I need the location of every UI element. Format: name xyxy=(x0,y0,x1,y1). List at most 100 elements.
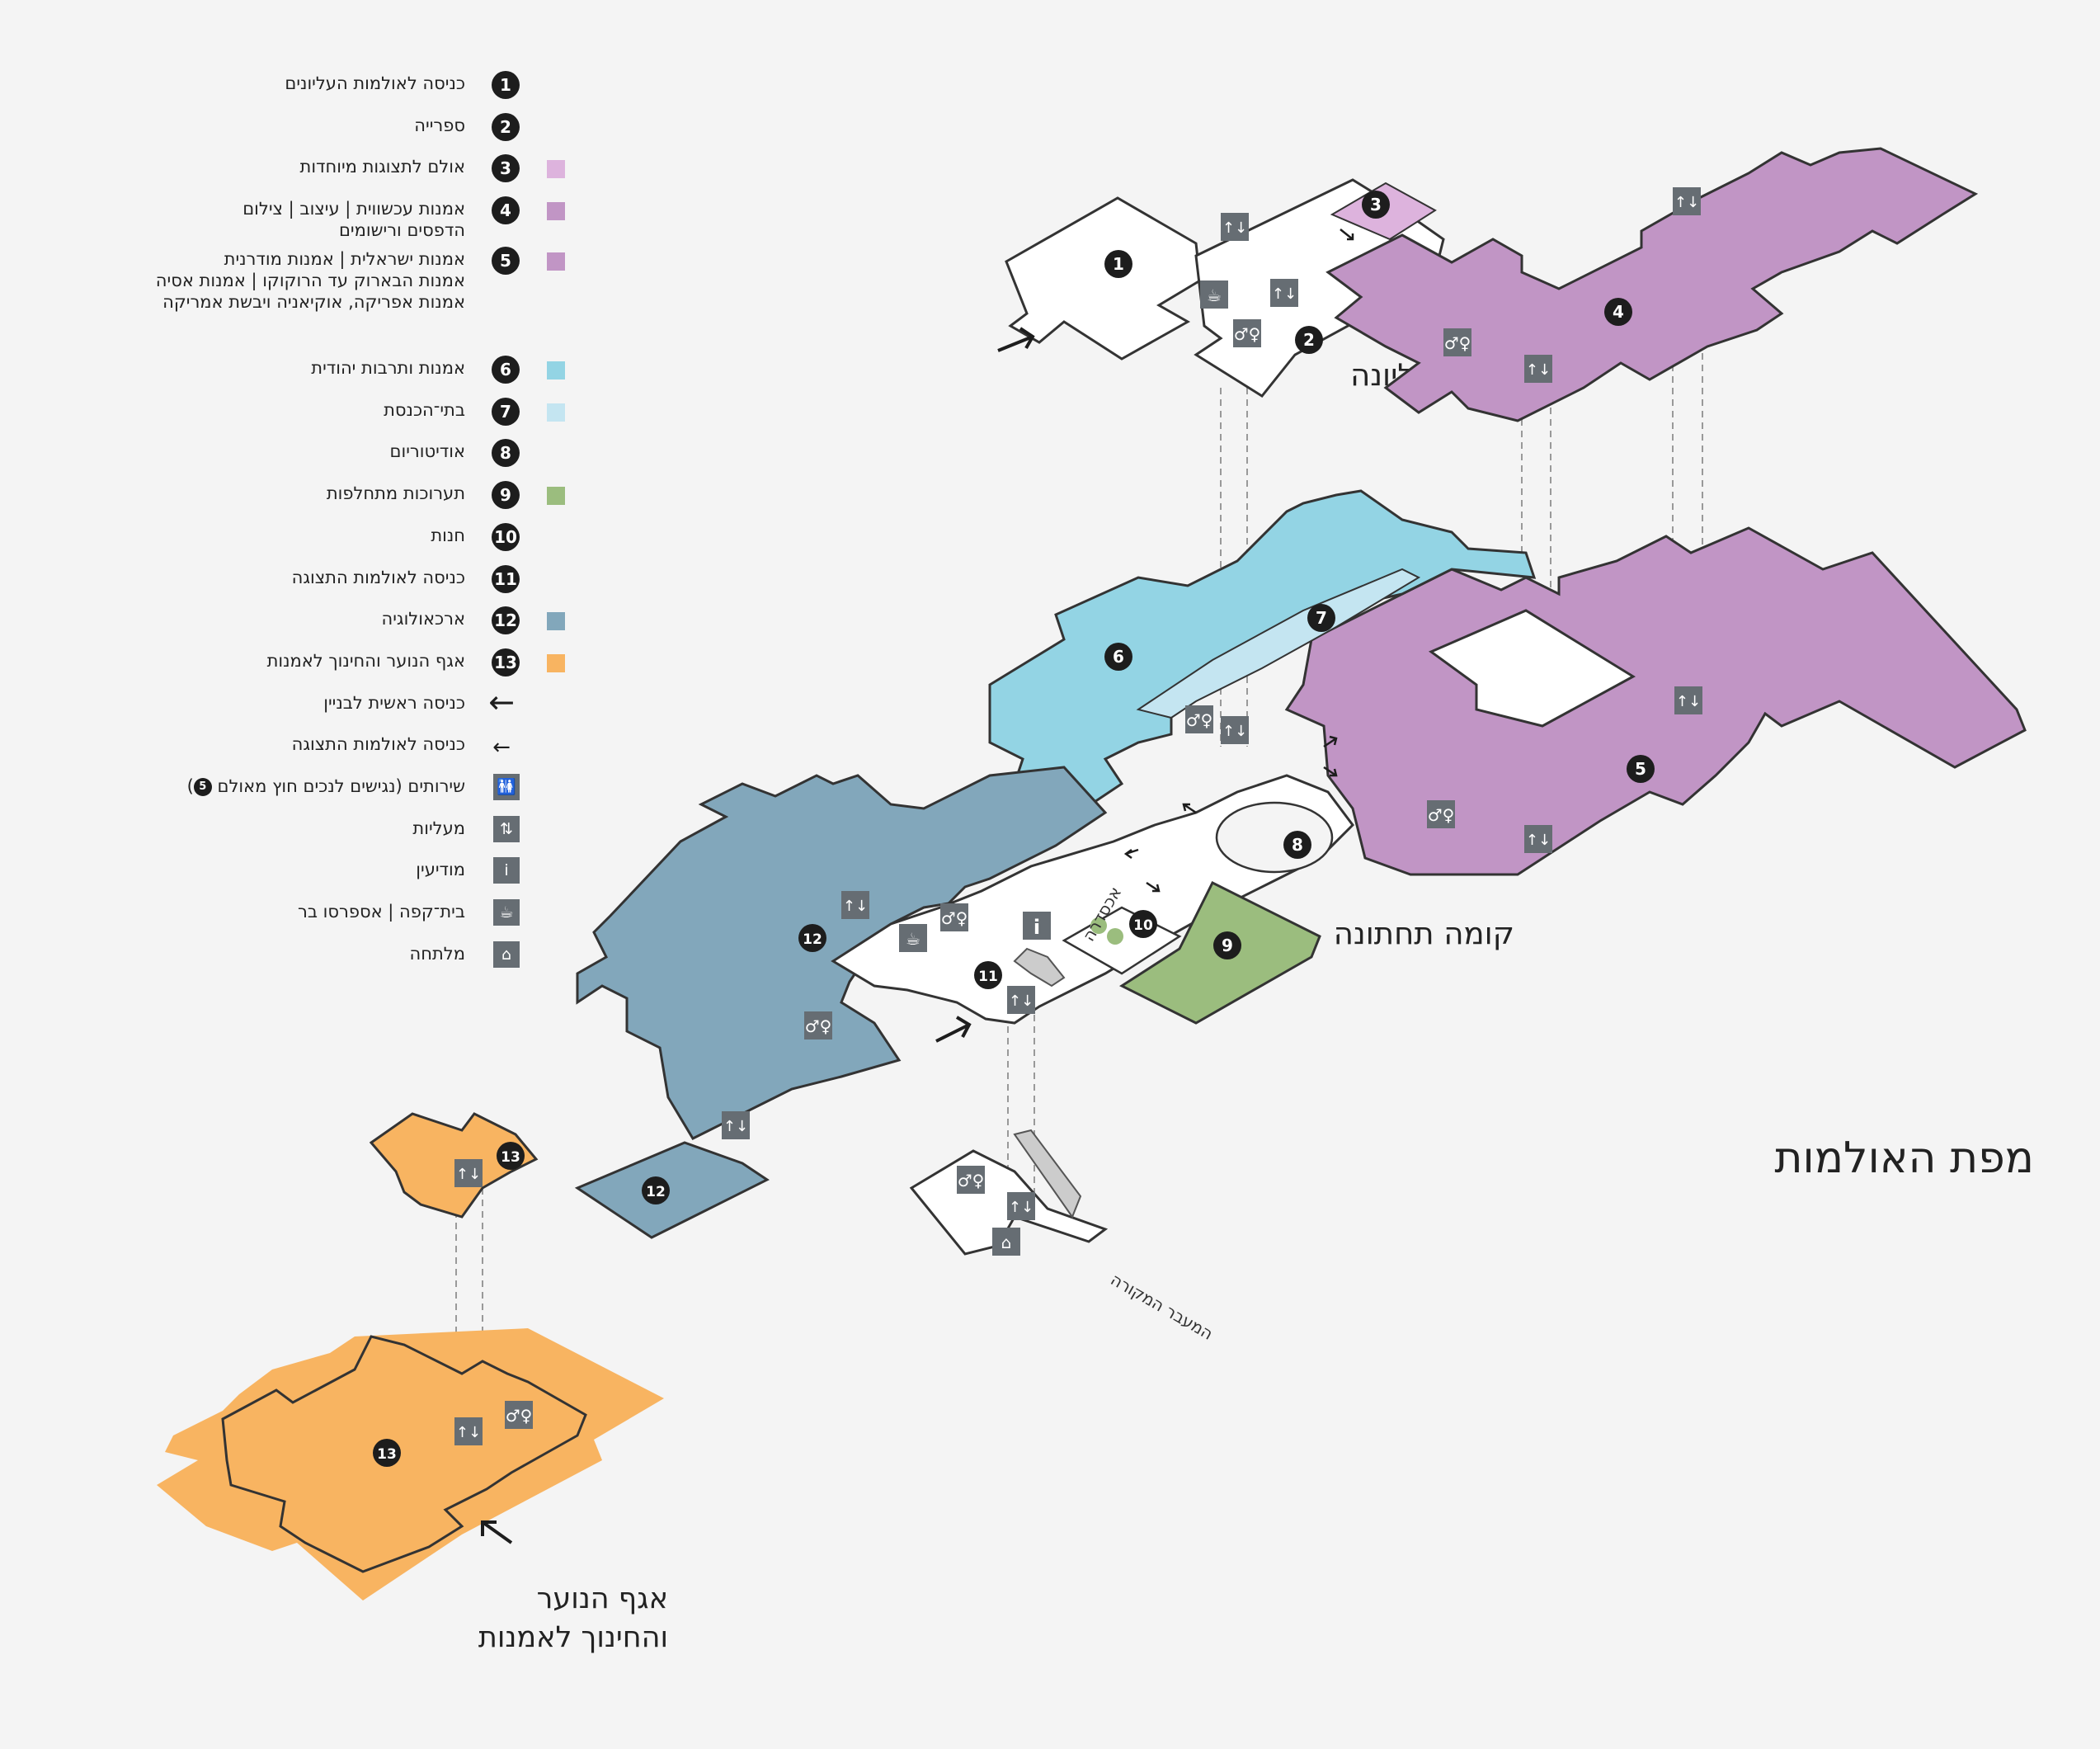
restroom-icon xyxy=(804,1011,832,1040)
upper-floor xyxy=(1005,147,1979,422)
hall-number-badge: 4 xyxy=(492,196,520,225)
elevator-icon xyxy=(454,1159,483,1187)
svg-text:1: 1 xyxy=(1113,254,1124,274)
color-swatch xyxy=(547,612,565,631)
map-badge-9: 9 xyxy=(1213,931,1241,959)
elevator-icon xyxy=(1524,825,1552,853)
legend-label: אגף הנוער והחינוך לאמנות xyxy=(266,650,465,671)
legend-label: מלתחה xyxy=(409,943,465,964)
hall-1-outline xyxy=(1005,196,1202,361)
svg-text:7: 7 xyxy=(1316,608,1327,628)
legend-label: חנות xyxy=(431,525,465,545)
restroom-icon xyxy=(1233,319,1261,347)
arrow-small-icon: ← xyxy=(492,735,511,761)
legend-symbol-arrow-small: ←כניסה לאולמות התצוגה xyxy=(82,732,520,774)
restroom-icon xyxy=(505,1401,533,1429)
elevator-icon xyxy=(1007,986,1035,1014)
map-badge-4: 4 xyxy=(1604,298,1632,326)
elevator-icon xyxy=(1524,355,1552,383)
legend-label: תערוכות מתחלפות xyxy=(326,483,465,504)
legend-label: כניסה לאולמות העליונים xyxy=(285,73,465,93)
hall-number-badge: 6 xyxy=(492,356,520,384)
escalator xyxy=(1013,947,1066,988)
color-swatch xyxy=(547,487,565,506)
hall-number-badge: 7 xyxy=(492,397,520,426)
legend-item-13: 13 אגף הנוער והחינוך לאמנות xyxy=(82,648,565,691)
svg-text:3: 3 xyxy=(1370,195,1382,214)
elevator-icon xyxy=(841,891,869,919)
youth-wing-label-line: והחינוך לאמנות xyxy=(478,1621,668,1654)
svg-text:11: 11 xyxy=(978,969,998,985)
hall-12b-area xyxy=(574,1141,770,1239)
map-badge-1: 1 xyxy=(1104,250,1132,278)
auditorium-8 xyxy=(1215,801,1334,874)
elevator-icon xyxy=(1674,686,1702,714)
legend-symbol-coffee: ☕בית־קפה | אספרסו בר xyxy=(82,899,520,941)
elevator-icon xyxy=(454,1417,483,1445)
color-swatch xyxy=(547,653,565,672)
legend-symbol-arrow-large: ←כניסה ראשית לבניין xyxy=(82,686,520,733)
color-swatch xyxy=(547,202,565,221)
cloakroom-icon: ⌂ xyxy=(493,940,520,968)
map-badge-3: 3 xyxy=(1362,191,1390,219)
hall-number-badge: 2 xyxy=(492,112,520,141)
elevator-icon xyxy=(1673,187,1701,215)
color-swatch xyxy=(547,361,565,380)
hall-number-badge: 1 xyxy=(492,71,520,99)
main-entrance-arrow-upper xyxy=(997,327,1035,352)
hall-number-badge: 5 xyxy=(193,778,212,796)
legend-label: בתי־הכנסת xyxy=(384,399,465,420)
elevator-icon xyxy=(1221,716,1249,744)
svg-text:13: 13 xyxy=(501,1149,520,1166)
youth-wing xyxy=(157,1112,664,1600)
cloakroom-icon xyxy=(992,1228,1020,1256)
youth-wing-label: אגף הנוער והחינוך לאמנות xyxy=(462,1580,668,1657)
elevator-icon xyxy=(722,1111,750,1139)
hall-number-badge: 3 xyxy=(492,154,520,183)
youth-wing-label-line: אגף הנוער xyxy=(536,1582,668,1615)
hall-4-area xyxy=(1325,147,1979,422)
map-badge-13: 13 xyxy=(497,1142,525,1170)
map-badge-12: 12 xyxy=(798,924,826,952)
passage-label: המעבר המקורה xyxy=(1108,1270,1217,1344)
map-badge-8: 8 xyxy=(1283,831,1311,859)
elevator-icon xyxy=(1221,213,1249,241)
legend-label: שירותים (נגישים לנכים חוץ מאולם 5) xyxy=(186,776,465,796)
legend-label: בית־קפה | אספרסו בר xyxy=(297,902,465,922)
info-icon: i xyxy=(493,857,520,884)
elevator-icon xyxy=(1007,1192,1035,1220)
restroom-icon xyxy=(940,903,968,931)
legend-symbol-cloakroom: ⌂ מלתחה xyxy=(82,940,520,983)
restroom-icon: 🚻 xyxy=(493,774,520,800)
legend-item-6: 6 אמנות ותרבות יהודית xyxy=(82,356,565,398)
legend-label: כניסה לאולמות התצוגה xyxy=(291,567,465,587)
hall-number-badge: 9 xyxy=(492,481,520,510)
legend-item-9: 9 תערוכות מתחלפות xyxy=(82,481,565,523)
entrance-arrows xyxy=(481,327,1035,1544)
svg-text:8: 8 xyxy=(1292,835,1303,855)
hall-number-badge: 13 xyxy=(492,648,520,676)
svg-text:5: 5 xyxy=(1635,759,1646,779)
legend-item-1: 1 כניסה לאולמות העליונים xyxy=(82,71,520,113)
svg-text:10: 10 xyxy=(1133,917,1153,934)
elevator-icon xyxy=(1270,279,1298,307)
legend-label: מעליות xyxy=(412,818,465,838)
legend-label: אמנות ותרבות יהודית xyxy=(311,358,465,378)
hall-number-badge: 5 xyxy=(492,247,520,275)
svg-text:4: 4 xyxy=(1613,302,1624,322)
info-icon xyxy=(1023,912,1051,940)
color-swatch xyxy=(547,160,565,179)
youth-upper-area xyxy=(369,1112,539,1219)
hall-5-area xyxy=(1284,526,2027,876)
coffee-icon xyxy=(899,924,927,952)
restroom-icon xyxy=(1427,800,1455,828)
map-badge-10: 10 xyxy=(1129,910,1157,938)
map-badge-2: 2 xyxy=(1295,326,1323,354)
hall-number-badge: 12 xyxy=(492,606,520,635)
